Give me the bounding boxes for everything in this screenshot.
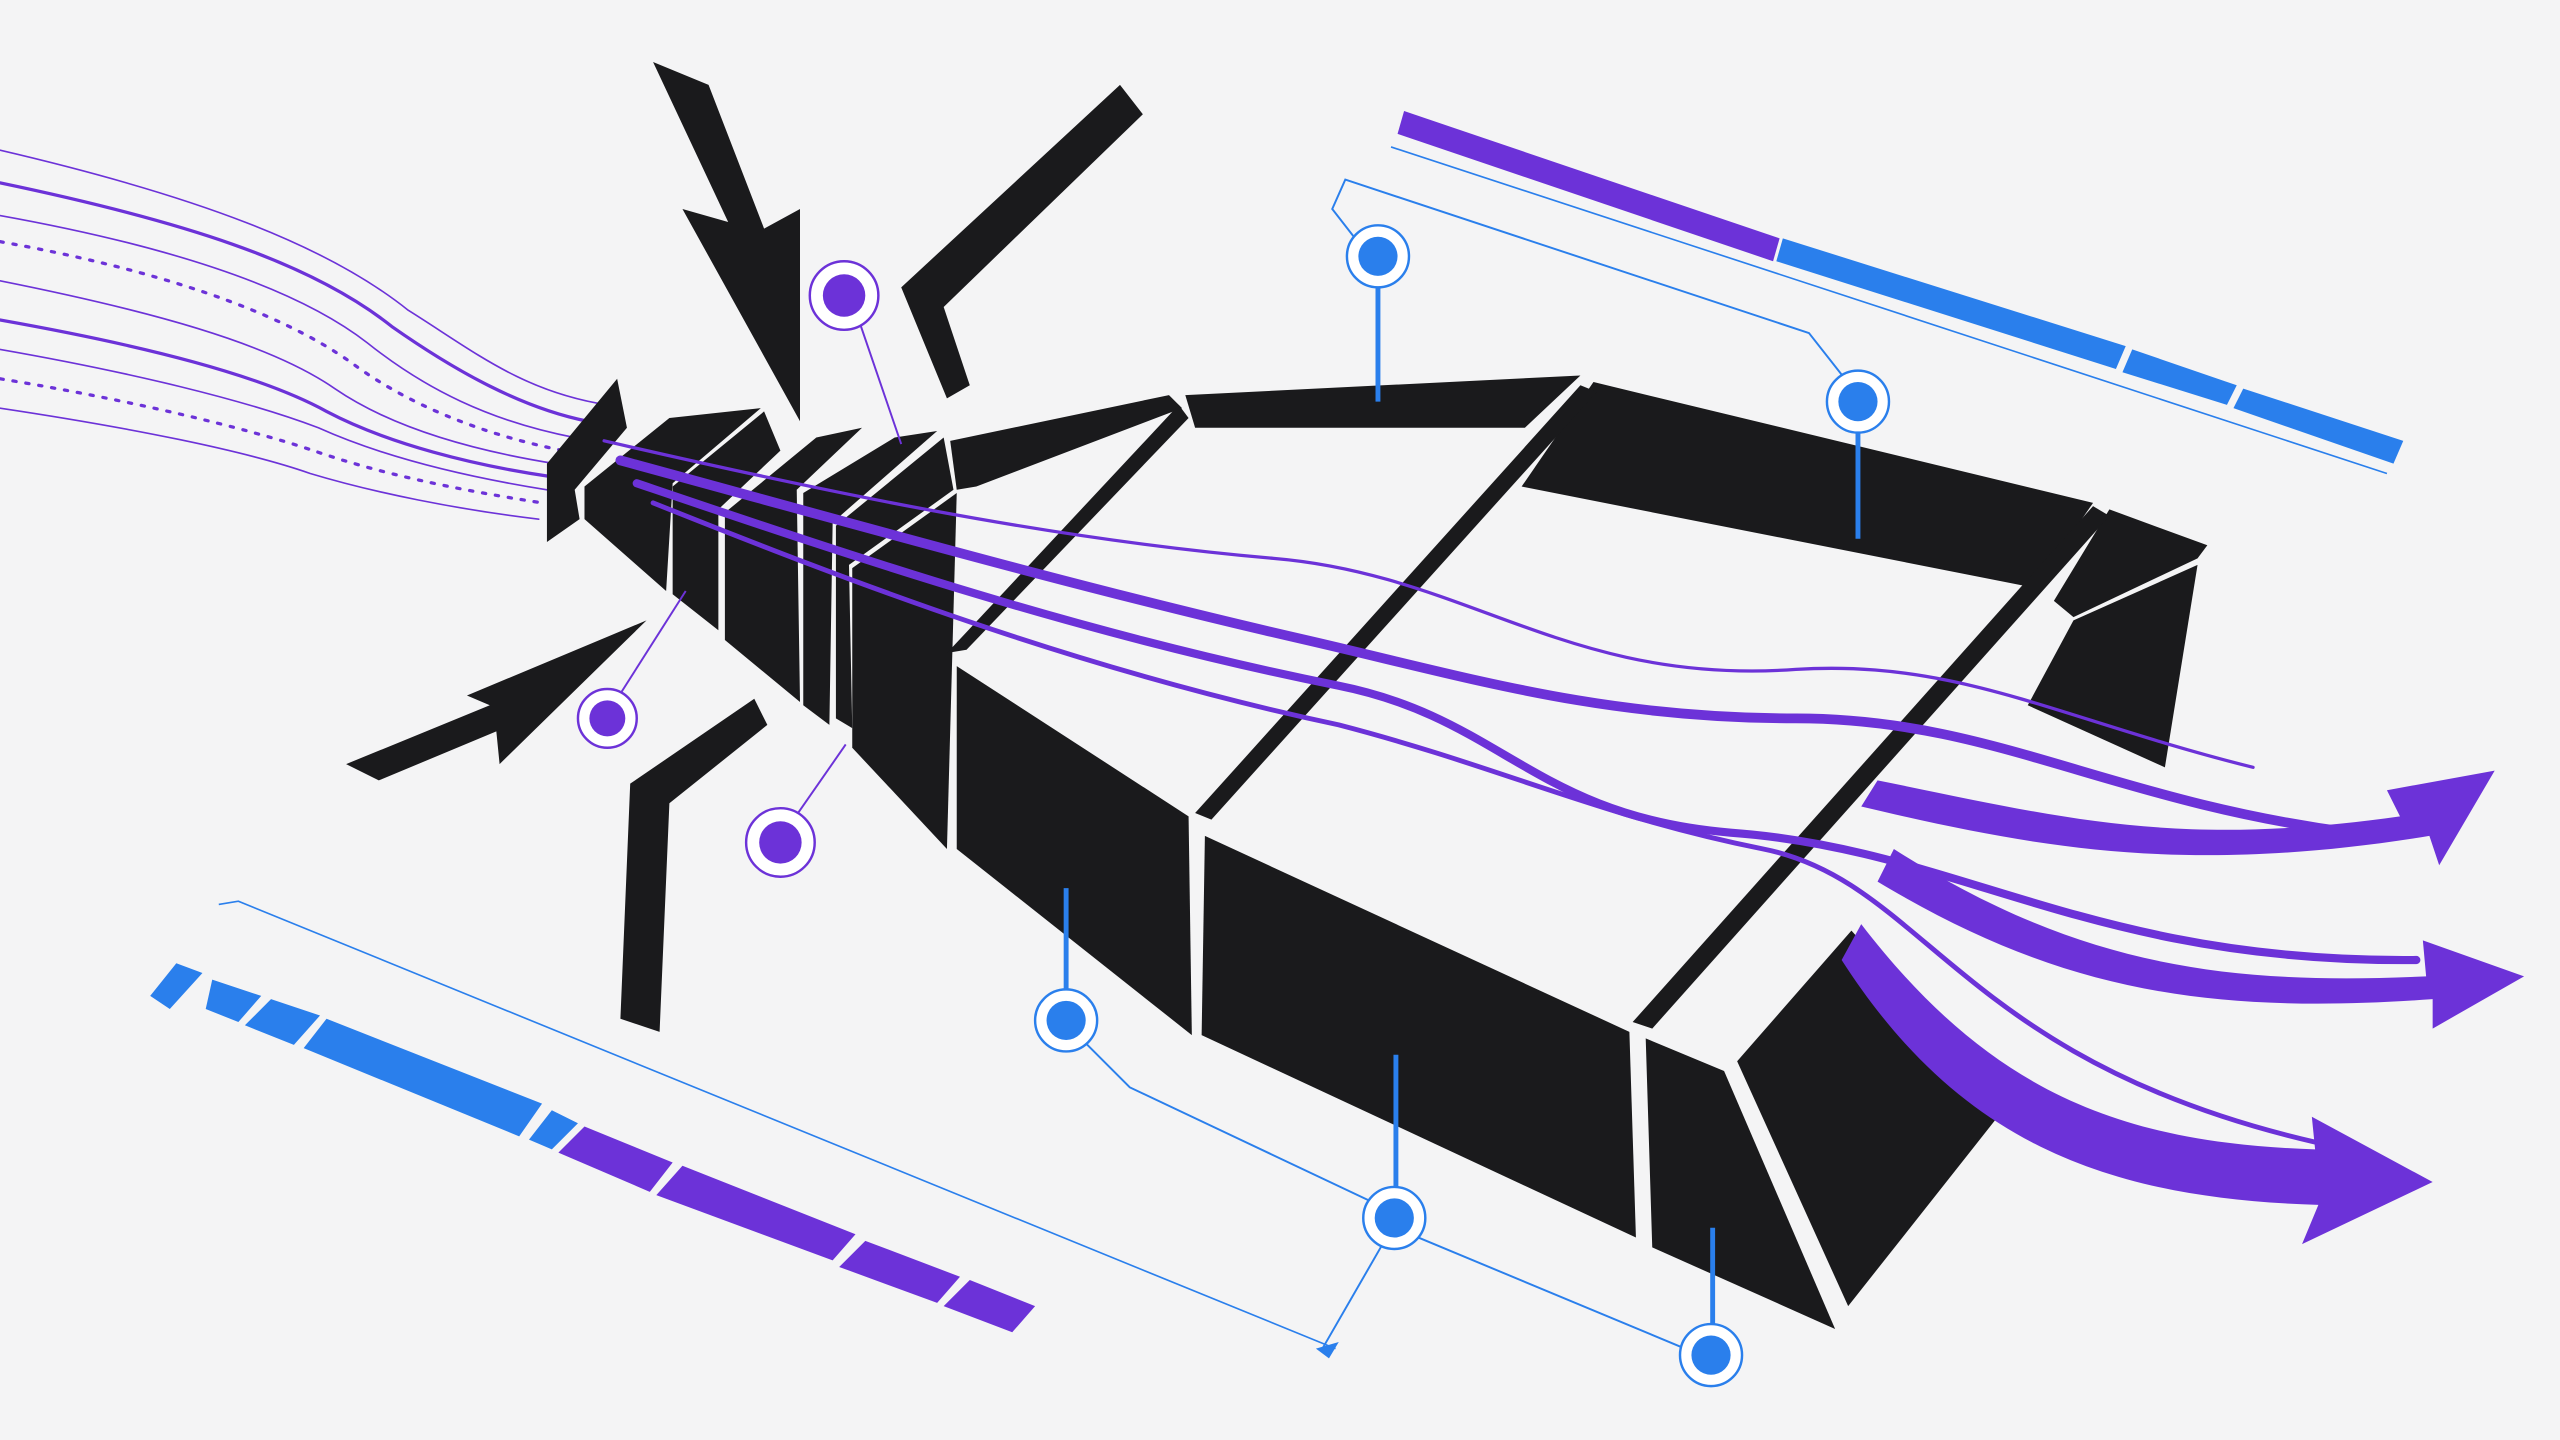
- bar-segment: [1776, 238, 2126, 369]
- front-face: [956, 666, 1192, 1036]
- bar-segment: [150, 963, 203, 1009]
- flow-line: [602, 439, 2255, 769]
- inward-arrow-icon: [653, 62, 800, 422]
- right-arrow-icon: [1841, 924, 2433, 1245]
- top-segmented-bar: [1390, 111, 2404, 475]
- entry-plate: [803, 431, 938, 725]
- right-arrow-icon: [1877, 848, 2525, 1029]
- signal-line: [0, 407, 540, 520]
- signal-line: [0, 348, 548, 491]
- bar-segment: [2122, 349, 2237, 405]
- bar-segment: [303, 1018, 543, 1137]
- strut: [1632, 506, 2110, 1029]
- bar-segment: [528, 1110, 578, 1150]
- bar-segment: [1397, 111, 1780, 262]
- node-dot-icon: [1362, 1185, 1427, 1251]
- strut: [946, 404, 1189, 654]
- bar-segment: [2233, 388, 2404, 464]
- bottom-segmented-bar: [150, 900, 1336, 1350]
- end-panel: [2027, 564, 2198, 768]
- bar-segment: [244, 999, 320, 1045]
- node-dot-icon: [1345, 224, 1411, 289]
- right-arrow-icon: [1861, 770, 2495, 866]
- node-dot-icon: [808, 260, 880, 332]
- inward-arrow-icon: [620, 698, 768, 1032]
- leader-arrowhead: [1315, 1342, 1339, 1359]
- compression-arrows: [346, 62, 1143, 1032]
- signal-line: [0, 149, 609, 406]
- inward-arrow-icon: [346, 620, 647, 781]
- node-dot-icon: [744, 806, 816, 878]
- node-dot-icon: [1033, 988, 1099, 1053]
- signal-line: [0, 181, 590, 423]
- entry-plate: [546, 378, 627, 543]
- bar-segment: [839, 1240, 960, 1303]
- bar-segment: [558, 1126, 673, 1192]
- bar-segment: [656, 1165, 856, 1261]
- flow-lines: [602, 439, 2421, 1146]
- entry-plate: [672, 411, 781, 631]
- bar-segment: [205, 979, 262, 1023]
- leader-lines: [616, 178, 1861, 1350]
- front-face: [1201, 835, 1636, 1238]
- annotation-nodes: [576, 224, 1891, 1388]
- flow-line: [615, 455, 2356, 838]
- front-face: [1645, 1038, 1836, 1329]
- node-dot-icon: [1825, 369, 1891, 434]
- bar-underline: [1390, 146, 2388, 475]
- signal-line: [0, 377, 544, 505]
- inward-arrow-icon: [901, 84, 1143, 399]
- signal-line: [0, 214, 576, 439]
- signal-line: [0, 318, 554, 479]
- entry-plate: [584, 408, 761, 592]
- bar-leader-line: [218, 900, 1336, 1350]
- outgoing-flow: [1841, 770, 2525, 1245]
- incoming-signal-lines: [0, 149, 609, 520]
- signal-line: [0, 280, 556, 465]
- signal-line: [0, 240, 565, 453]
- bar-segment: [943, 1280, 1036, 1333]
- flow-line: [650, 500, 2321, 1146]
- top-rail: [950, 395, 1183, 490]
- front-face: [1737, 930, 2009, 1307]
- node-dot-icon: [576, 687, 638, 749]
- top-rail: [1185, 375, 1581, 428]
- top-rail: [2053, 509, 2208, 618]
- top-rail: [1521, 382, 2094, 588]
- flow-line: [632, 479, 2421, 965]
- node-dot-icon: [1678, 1322, 1744, 1388]
- strut: [1195, 385, 1597, 820]
